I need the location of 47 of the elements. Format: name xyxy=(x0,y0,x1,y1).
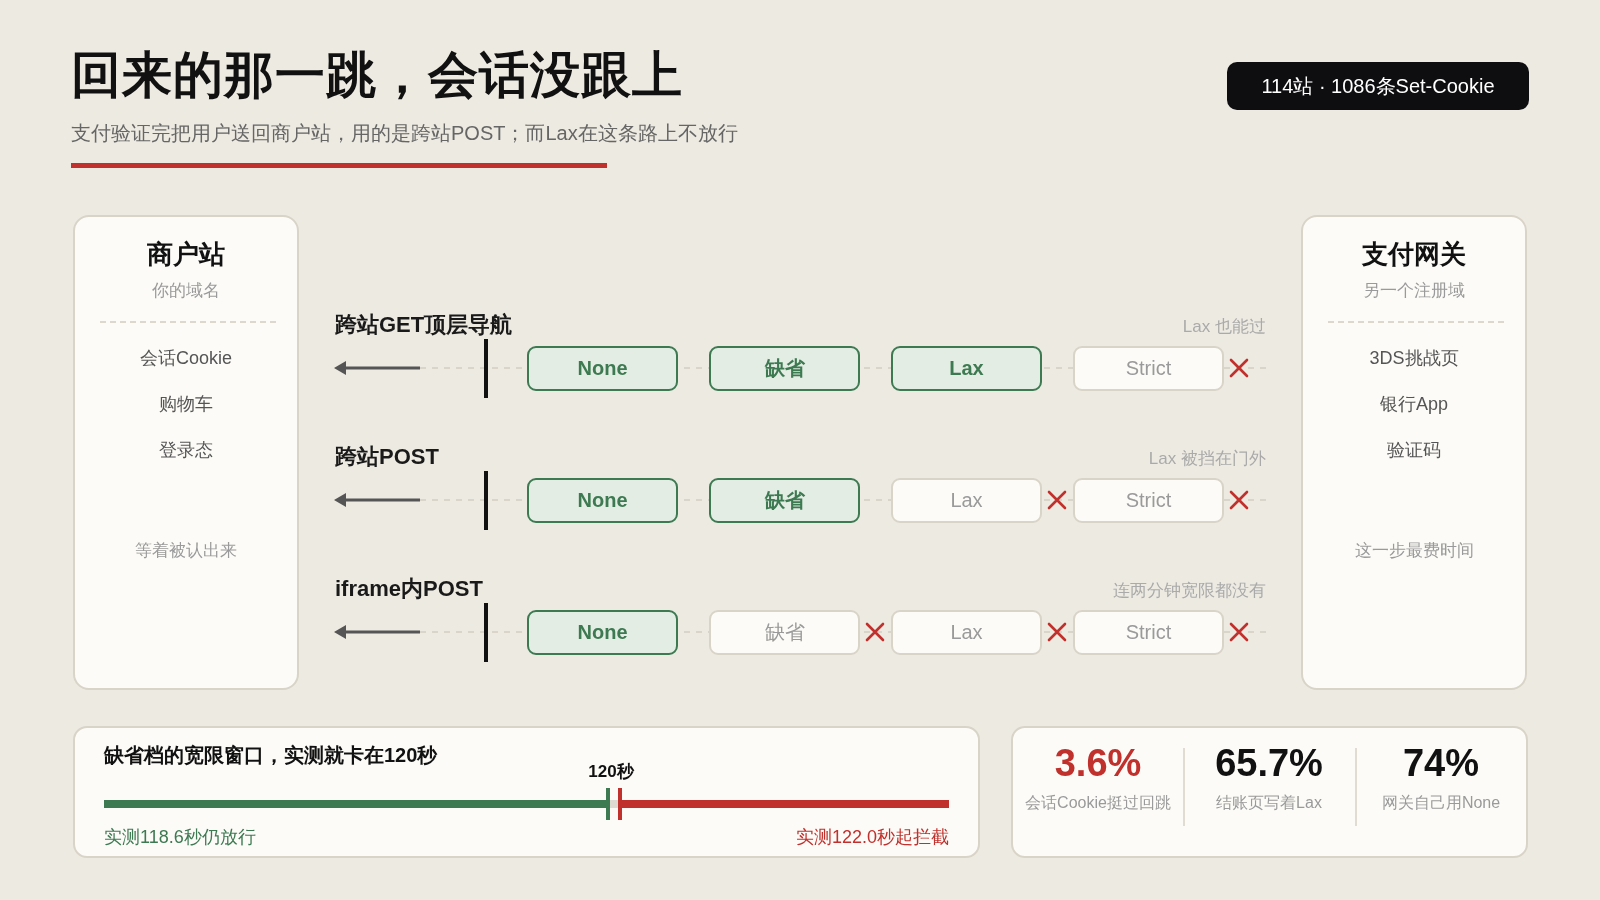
stat-caption: 网关自己用None xyxy=(1381,793,1501,813)
stat-value: 3.6% xyxy=(1054,741,1142,786)
row-note: Lax 被挡在门外 xyxy=(1148,448,1266,470)
stats-card xyxy=(1011,726,1528,858)
site-panel xyxy=(1301,215,1527,690)
panel-subtitle: 你的域名 xyxy=(152,280,220,302)
row-heading: 跨站POST xyxy=(335,443,439,471)
list-item: 验证码 xyxy=(1387,439,1441,462)
panel-note: 等着被认出来 xyxy=(135,540,237,562)
site-panel xyxy=(73,215,299,690)
stat-caption: 会话Cookie挺过回跳 xyxy=(1025,793,1171,813)
row-heading: 跨站GET顶层导航 xyxy=(335,311,513,339)
card-heading: 缺省档的宽限窗口，实测就卡在120秒 xyxy=(104,743,438,768)
list-item: 登录态 xyxy=(159,439,213,462)
blocked-tag: 缺省 xyxy=(709,610,860,655)
panel-subtitle: 另一个注册域 xyxy=(1363,280,1465,302)
allowed-tag: None xyxy=(527,478,678,523)
stat-value: 65.7% xyxy=(1215,741,1323,786)
list-item: 3DS挑战页 xyxy=(1369,347,1459,370)
panel-note: 这一步最费时间 xyxy=(1354,540,1474,562)
stat-caption: 结账页写着Lax xyxy=(1216,793,1322,813)
list-item: 会话Cookie xyxy=(140,347,232,370)
list-item: 银行App xyxy=(1380,393,1448,416)
blocked-tag: Lax xyxy=(891,478,1042,523)
allowed-tag: None xyxy=(527,346,678,391)
panel-heading: 支付网关 xyxy=(1362,238,1466,271)
page-title: 回来的那一跳，会话没跟上 xyxy=(71,46,683,105)
block-caption: 实测122.0秒起拦截 xyxy=(795,826,949,849)
row-heading: iframe内POST xyxy=(335,575,483,603)
allowed-tag: 缺省 xyxy=(709,478,860,523)
blocked-tag: Strict xyxy=(1073,610,1224,655)
summary-tag: 114站 · 1086条Set-Cookie xyxy=(1227,62,1529,110)
allowed-tag: None xyxy=(527,610,678,655)
blocked-tag: Strict xyxy=(1073,478,1224,523)
stat-value: 74% xyxy=(1402,741,1480,786)
info-card xyxy=(73,726,980,858)
row-note: Lax 也能过 xyxy=(1182,316,1266,338)
pass-caption: 实测118.6秒仍放行 xyxy=(104,826,256,849)
blocked-tag: Strict xyxy=(1073,346,1224,391)
allowed-tag: Lax xyxy=(891,346,1042,391)
panel-heading: 商户站 xyxy=(147,238,225,271)
row-note: 连两分钟宽限都没有 xyxy=(1113,580,1266,602)
list-item: 购物车 xyxy=(159,393,213,416)
page-subtitle: 支付验证完把用户送回商户站，用的是跨站POST；而Lax在这条路上不放行 xyxy=(71,121,738,146)
threshold-label: 120秒 xyxy=(588,761,634,783)
allowed-tag: 缺省 xyxy=(709,346,860,391)
blocked-tag: Lax xyxy=(891,610,1042,655)
